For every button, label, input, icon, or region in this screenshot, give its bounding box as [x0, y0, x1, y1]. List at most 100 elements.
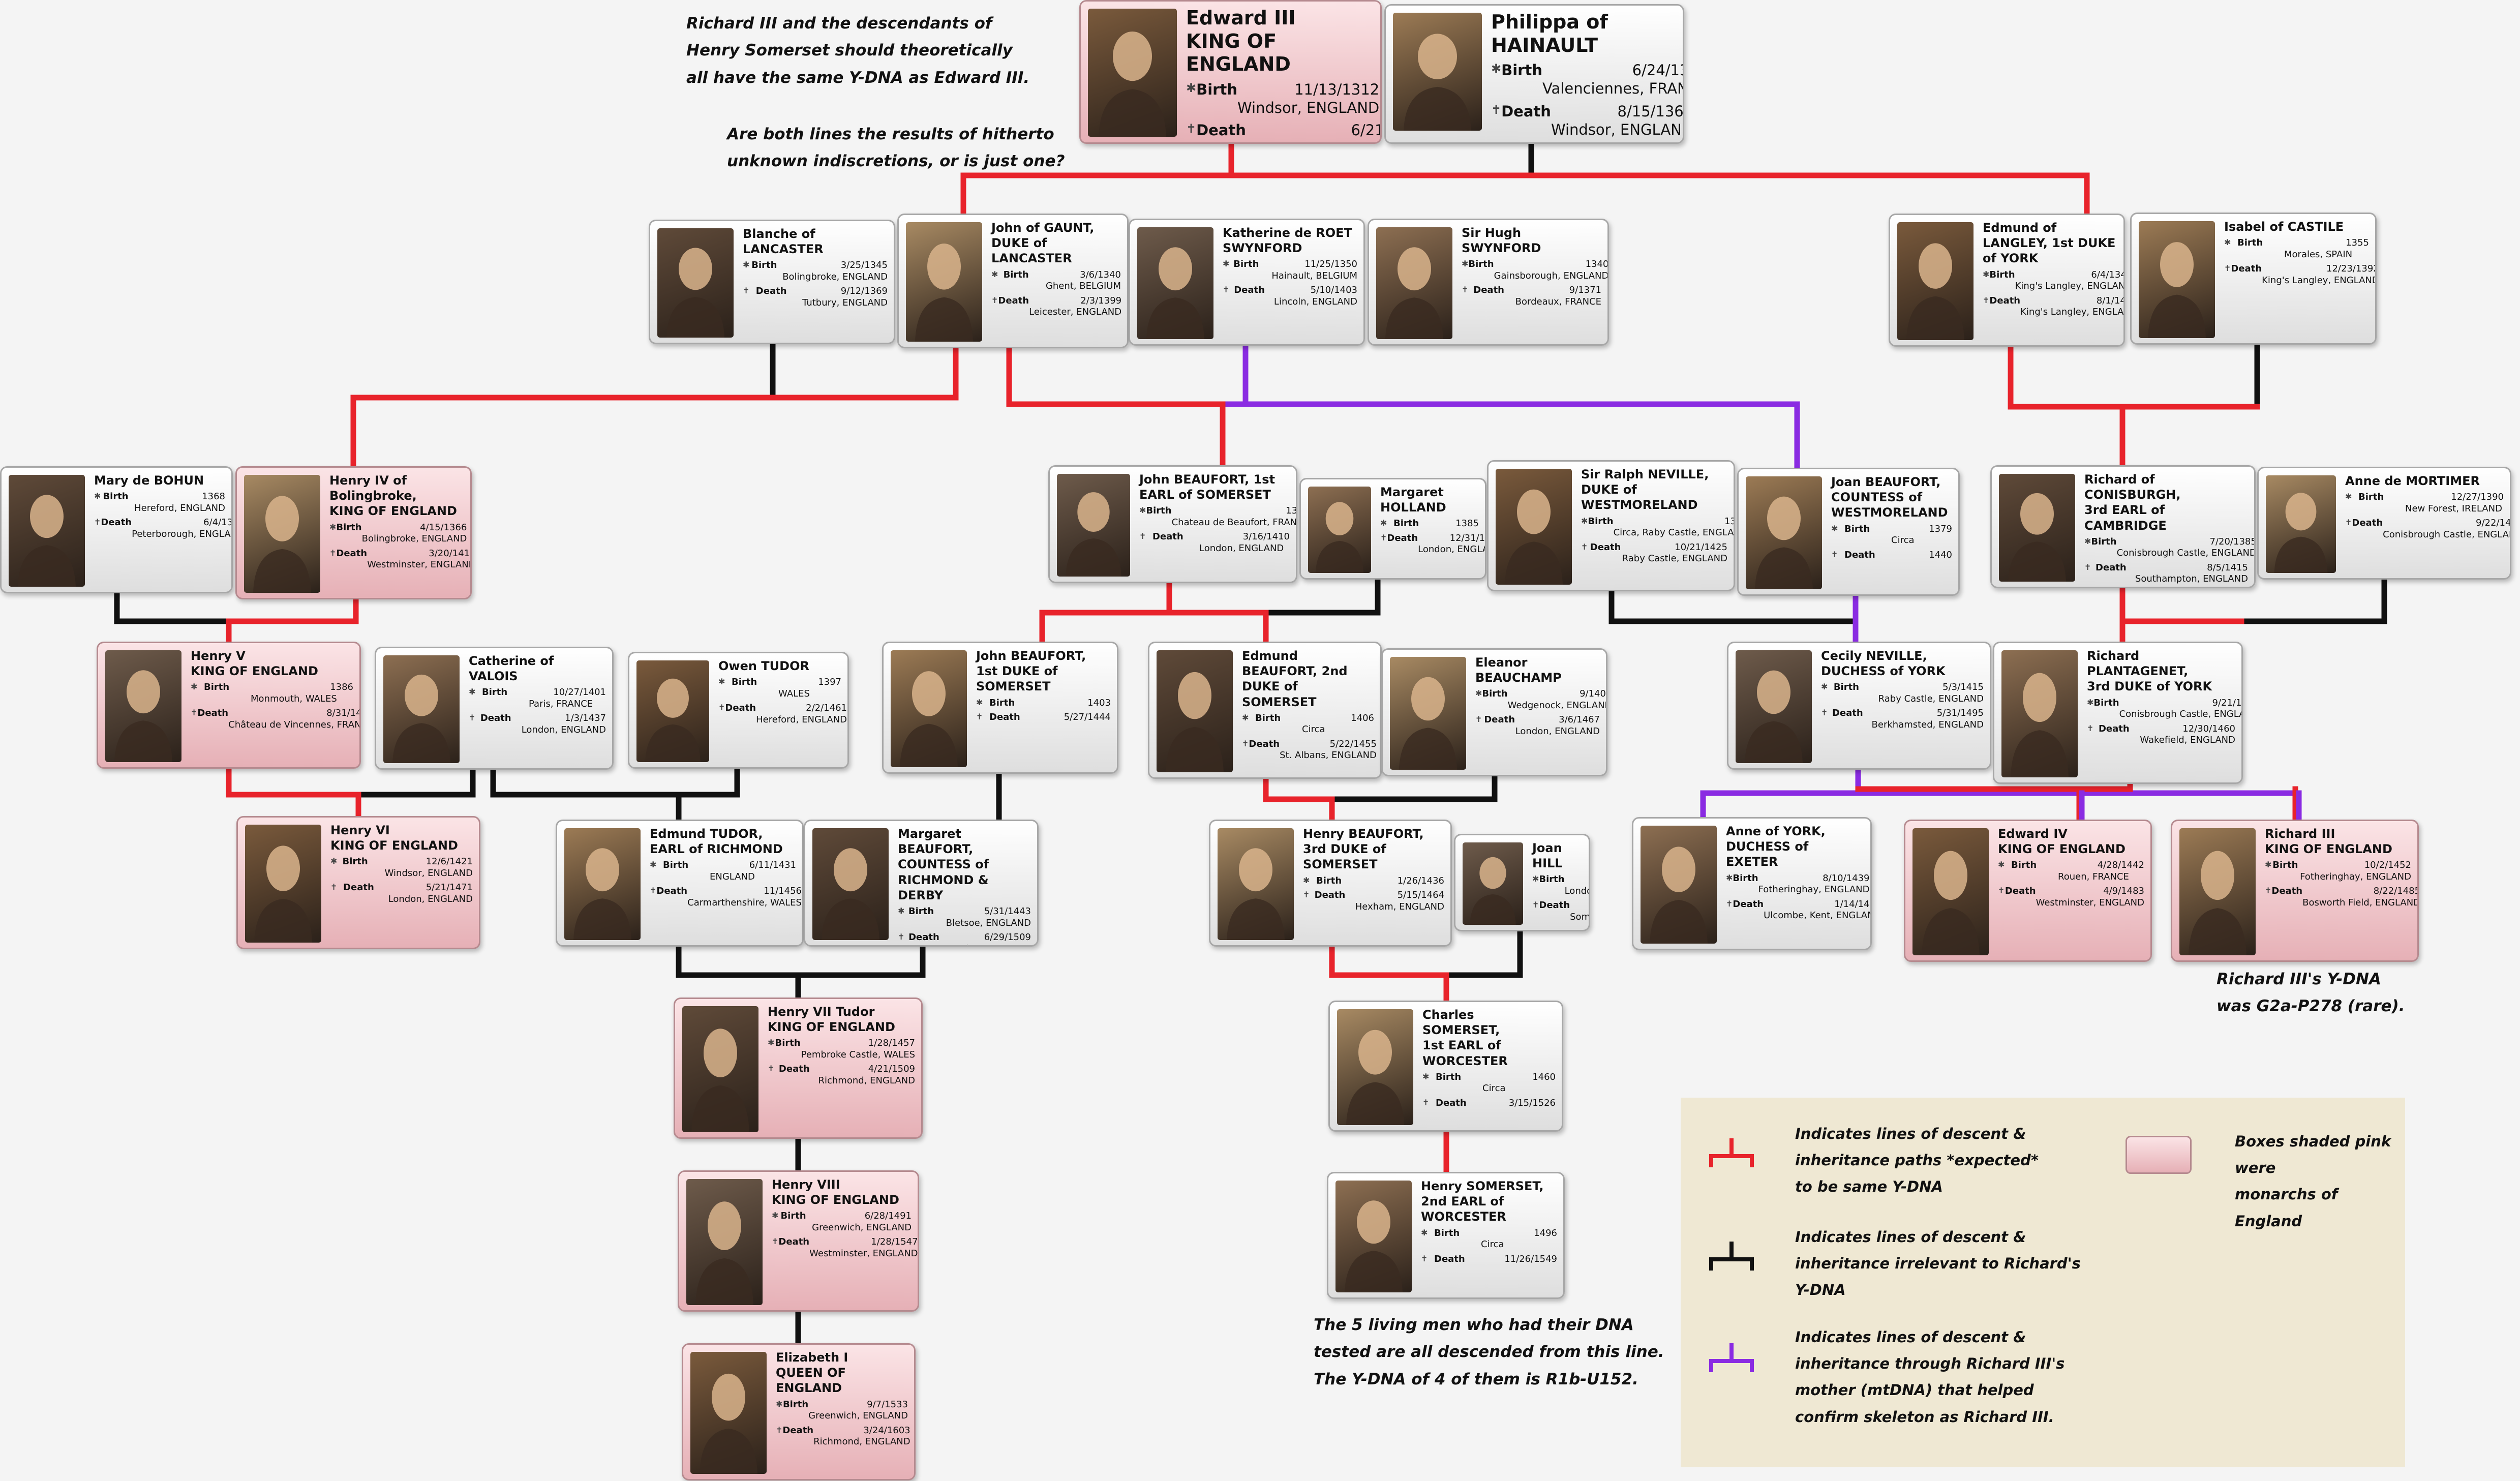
legend-black-text: Indicates lines of descent & inheritance…: [1795, 1224, 2081, 1304]
death-row: ✝ Death 5/15/1464 Hexham, ENGLAND: [1303, 890, 1444, 913]
death-icon: ✝: [718, 703, 725, 713]
death-values: 8/31/1422 Château de Vincennes, FRANCE: [228, 708, 359, 731]
birth-row: ✱ Birth 1364 Circa, Raby Castle, ENGLAND: [1581, 516, 1734, 539]
person-title: KING OF ENGLAND: [768, 1020, 895, 1035]
death-icon: ✝: [2345, 518, 2352, 528]
person-name: Henry V: [191, 649, 246, 663]
death-label: Death: [1387, 532, 1418, 543]
birth-label: Birth: [2358, 492, 2384, 503]
death-values: 8/1/1402 King's Langley, ENGLAND: [2020, 295, 2123, 318]
death-icon: ✝: [1475, 714, 1482, 724]
person-info: Anne of YORK,DUCHESS of EXETER ✱ Birth 8…: [1726, 824, 1870, 922]
birth-date: 11/25/1350: [1304, 259, 1357, 270]
birth-label: Birth: [1733, 872, 1758, 884]
birth-label: Birth: [1482, 688, 1508, 700]
person-title: KING OF ENGLAND: [1186, 29, 1291, 76]
death-values: 3/24/1603 Richmond, ENGLAND: [813, 1425, 910, 1448]
portrait-image: [1897, 222, 1974, 340]
portrait-image: [636, 660, 709, 762]
birth-values: 6/4/1341 King's Langley, ENGLAND: [2015, 269, 2123, 292]
person-title: DUKE of SOMERSET: [1242, 679, 1317, 709]
person-name: Philippa of: [1491, 11, 1608, 33]
birth-place: Monmouth, WALES: [251, 693, 337, 704]
birth-label: Birth: [751, 260, 777, 271]
birth-row: ✱ Birth 1406 Circa: [1242, 713, 1374, 736]
death-values: 5/21/1471 London, ENGLAND: [388, 882, 473, 905]
death-values: 6/29/1509 London, ENGLAND: [947, 932, 1031, 945]
birth-icon: ✱: [2084, 536, 2091, 546]
death-row: ✝ Death 12/23/1392 King's Langley, ENGLA…: [2224, 263, 2375, 286]
death-label: Death: [2352, 518, 2383, 529]
death-values: 8/5/1415 Southampton, ENGLAND: [2135, 562, 2248, 585]
person-info: Margaret HOLLAND ✱ Birth 1385 ✝ Death 12…: [1380, 485, 1485, 556]
death-date: 5/21/1471: [426, 882, 473, 893]
portrait-image: [1393, 13, 1482, 131]
death-label: Death: [1249, 738, 1280, 749]
birth-label: Birth: [1393, 518, 1419, 529]
person-card-catherine: Catherine of VALOIS ✱ Birth 10/27/1401 P…: [375, 647, 614, 770]
person-info: Cecily NEVILLE,DUCHESS of YORK ✱ Birth 5…: [1821, 648, 1984, 731]
death-values: 12/31/1439 London, ENGLAND: [1418, 533, 1485, 556]
death-row: ✝ Death 12/31/1439 London, ENGLAND: [1380, 532, 1485, 556]
birth-date: 1373: [1286, 505, 1297, 517]
person-title: KING OF ENGLAND: [2265, 842, 2392, 857]
death-date: 12/23/1392: [2326, 263, 2377, 275]
death-icon: ✝: [1421, 1253, 1428, 1263]
birth-place: ENGLAND: [710, 871, 755, 882]
birth-date: 1438: [1565, 874, 1589, 886]
death-row: ✝ Death 9/12/1369 Tutbury, ENGLAND: [743, 286, 888, 309]
legend-line: Indicates lines of descent &: [1795, 1125, 2026, 1142]
birth-icon: ✱: [191, 682, 198, 692]
death-icon: ✝: [1983, 295, 1990, 305]
birth-label: Birth: [1989, 269, 2015, 280]
person-title: 3rd DUKE of: [1303, 842, 1386, 857]
birth-label: Birth: [1316, 875, 1342, 886]
note-line: The Y-DNA of 4 of them is R1b-U152.: [1314, 1370, 1638, 1388]
birth-row: ✱ Birth 11/13/1312 Windsor, ENGLAND: [1186, 80, 1379, 117]
legend: Indicates lines of descent & inheritance…: [1681, 1098, 2405, 1467]
portrait-image: [245, 825, 321, 943]
legend-line: mother (mtDNA) that helped: [1795, 1381, 2034, 1399]
death-values: 3/20/1413 Westminster, ENGLAND: [367, 548, 470, 571]
death-label: Death: [998, 295, 1029, 306]
person-name: Elizabeth I: [776, 1350, 848, 1365]
person-name: Edward IV: [1998, 827, 2068, 841]
birth-row: ✱ Birth 3/6/1340 Ghent, BELGIUM: [991, 269, 1121, 292]
person-info: Joan HILL ✱ Birth 1438 London, ENGLAND ✝…: [1532, 840, 1589, 923]
portrait-image: [906, 222, 982, 342]
portrait-image: [1746, 476, 1822, 589]
birth-row: ✱ Birth 1340 Gainsborough, ENGLAND: [1462, 259, 1607, 282]
birth-icon: ✱: [976, 697, 983, 707]
death-values: 9/12/1369 Tutbury, ENGLAND: [802, 286, 888, 309]
death-label: Death: [1832, 708, 1863, 719]
death-row: ✝ Death 3/16/1410 London, ENGLAND: [1139, 531, 1290, 554]
death-icon: ✝: [768, 1064, 775, 1074]
birth-place: Greenwich, ENGLAND: [808, 1410, 908, 1422]
death-label: Death: [778, 1064, 810, 1075]
death-label: Death: [782, 1425, 814, 1436]
birth-date: 10/2/1452: [2364, 860, 2411, 871]
birth-icon: ✱: [1462, 259, 1469, 269]
person-info: Mary de BOHUN ✱ Birth 1368 Hereford, ENG…: [94, 473, 231, 540]
death-row: ✝ Death 1/3/1437 London, ENGLAND: [469, 713, 606, 736]
death-place: St. Albans, ENGLAND: [1280, 750, 1377, 761]
death-date: 9/12/1369: [840, 286, 888, 297]
death-icon: ✝: [898, 932, 905, 942]
portrait-image: [1088, 9, 1177, 137]
death-date: 1440: [1929, 549, 1952, 560]
birth-label: Birth: [989, 697, 1015, 708]
person-title: 1st DUKE of: [976, 664, 1058, 679]
birth-label: Birth: [1434, 1227, 1460, 1238]
death-row: ✝ Death 1493 Somerset, ENGLAND: [1532, 900, 1589, 923]
death-values: 5/27/1444: [1036, 712, 1111, 723]
birth-label: Birth: [1501, 62, 1542, 79]
birth-icon: ✱: [329, 522, 337, 532]
death-label: Death: [778, 1236, 810, 1248]
birth-row: ✱ Birth 12/27/1390 New Forest, IRELAND: [2345, 492, 2504, 515]
